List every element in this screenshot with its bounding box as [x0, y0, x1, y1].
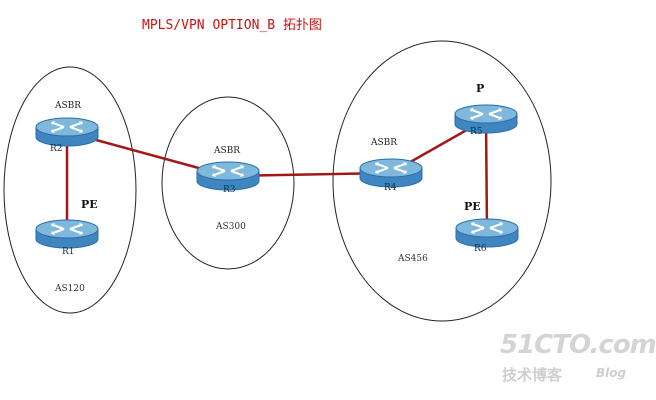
router-role-label: P [476, 82, 485, 95]
as456-boundary [332, 40, 552, 322]
router-name-label: R4 [384, 183, 397, 193]
as120-boundary [3, 66, 137, 314]
as-label: AS120 [55, 284, 85, 294]
router-name-label: R1 [62, 247, 75, 257]
router-icon [35, 219, 99, 249]
router-role-label: PE [464, 200, 481, 213]
router-icon [196, 161, 260, 191]
watermark-blog: Blog [596, 366, 627, 380]
router-name-label: R2 [50, 144, 63, 154]
topology-diagram [3, 40, 552, 322]
router-icon [454, 104, 518, 134]
router-icon [359, 158, 423, 188]
link-r5-r6 [484, 118, 489, 234]
router-name-label: R3 [223, 185, 236, 195]
router-icon [455, 218, 519, 248]
page-title: MPLS/VPN OPTION_B 拓扑图 [142, 18, 322, 33]
router-role-label: ASBR [214, 146, 241, 156]
as-label: AS300 [216, 222, 246, 232]
watermark-logo: 51CTO.com [500, 330, 656, 360]
router-icon [35, 117, 99, 147]
router-name-label: R6 [474, 244, 487, 254]
router-name-label: R5 [470, 127, 483, 137]
as-label: AS456 [398, 254, 428, 264]
router-role-label: ASBR [371, 138, 398, 148]
routers [35, 104, 519, 249]
watermark-subtitle: 技术博客 [502, 366, 563, 384]
router-role-label: ASBR [55, 101, 82, 111]
as300-boundary [161, 96, 295, 270]
router-role-label: PE [81, 198, 98, 211]
